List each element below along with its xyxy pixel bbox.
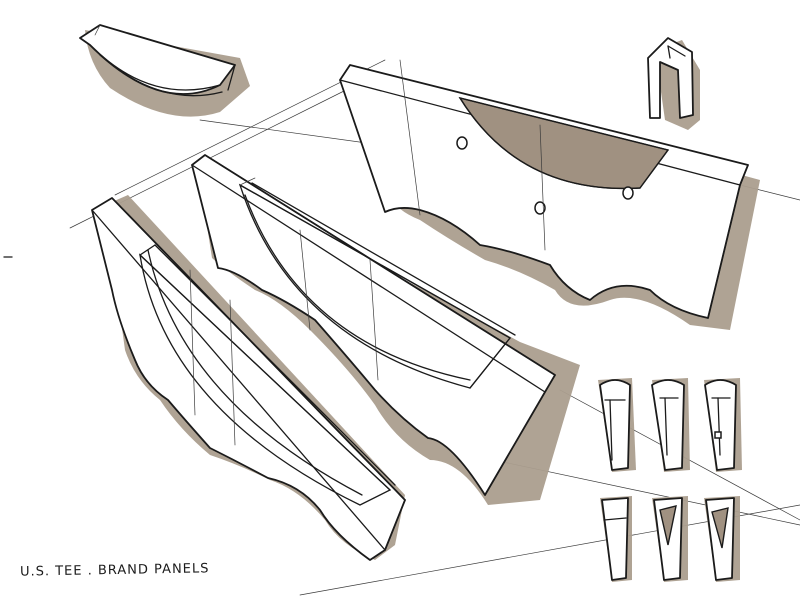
brand-panel-right — [339, 59, 760, 330]
clip-details — [598, 378, 742, 582]
brand-panel-middle — [191, 154, 580, 505]
clip-profile-top — [647, 37, 700, 130]
brand-panel-left — [91, 195, 406, 561]
lens-piece — [79, 24, 250, 117]
